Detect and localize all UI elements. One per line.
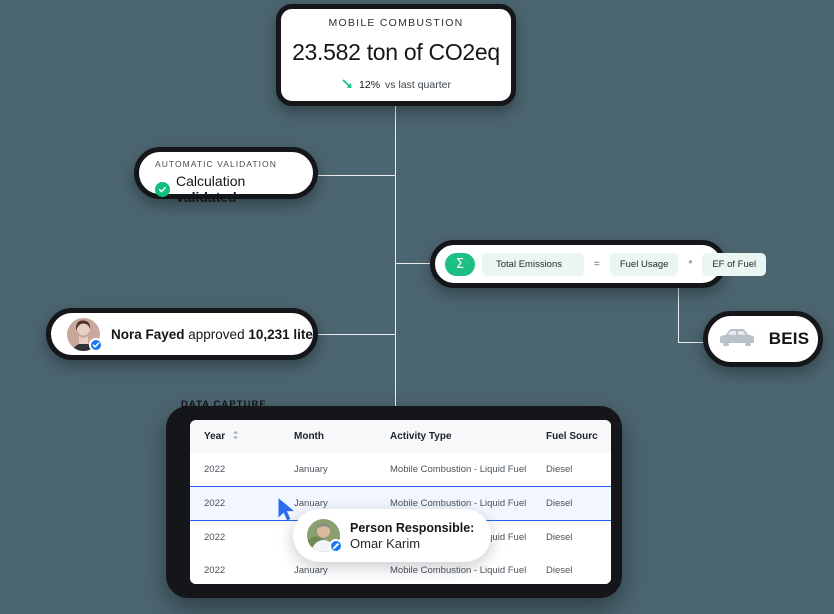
column-header-activity-type[interactable]: Activity Type [390,420,546,453]
avatar [67,317,103,352]
sigma-icon: Σ [445,252,475,276]
validation-title: AUTOMATIC VALIDATION [155,159,277,169]
connector-to-formula [395,263,431,264]
column-header-year-label: Year [204,431,226,443]
tooltip-title: Person Responsible: [350,520,475,535]
cell-fuel-source: Diesel [546,520,611,554]
kpi-trend-label: vs last quarter [385,79,451,91]
trend-down-arrow-icon [341,77,354,93]
validation-status-text: Calculation validated [176,173,297,205]
sort-arrows-icon[interactable] [232,430,239,443]
check-circle-icon [155,181,170,197]
data-capture-table: Year Month Activity Type Fuel Sourc 2022… [190,420,611,584]
cell-year: 2022 [190,486,294,521]
cell-month: January [294,453,390,487]
table-head: Year Month Activity Type Fuel Sourc [190,420,611,453]
approver-name: Nora Fayed [111,326,185,342]
connector-to-validation [318,175,396,176]
kpi-trend-value: 12% [359,79,381,91]
edit-pencil-badge-icon [329,539,343,553]
connector-to-approval [318,334,396,335]
source-label: BEIS [768,329,810,348]
cell-fuel-source: Diesel [546,486,611,521]
automatic-validation-card[interactable]: AUTOMATIC VALIDATION Calculation validat… [134,147,318,205]
verified-check-badge-icon [89,337,103,352]
column-header-fuel-source[interactable]: Fuel Sourc [546,420,611,453]
connector-formula-to-source-vertical [678,288,679,343]
data-capture-section-label: DATA CAPTURE [181,399,267,410]
emission-factor-source-card[interactable]: BEIS [703,311,823,367]
cell-fuel-source: Diesel [546,554,611,584]
approval-card[interactable]: Nora Fayed approved 10,231 liter [46,308,318,360]
approval-action: approved [184,326,249,342]
kpi-card[interactable]: MOBILE COMBUSTION 23.582 ton of CO2eq 12… [276,4,516,106]
cell-year: 2022 [190,554,294,584]
car-icon [717,325,757,354]
tooltip-text: Person Responsible: Omar Karim [350,521,474,551]
connector-formula-to-source-horizontal [678,342,706,343]
validation-status-row: Calculation validated [155,173,297,205]
person-responsible-tooltip: Person Responsible: Omar Karim [293,509,491,562]
validation-status-strong: validated [176,189,237,205]
kpi-trend: 12% vs last quarter [341,77,451,93]
formula-token-ef-of-fuel[interactable]: EF of Fuel [702,252,767,276]
table-header-row: Year Month Activity Type Fuel Sourc [190,420,611,453]
formula-operator-multiply: * [688,258,693,270]
cell-fuel-source: Diesel [546,453,611,487]
tooltip-person-name: Omar Karim [350,535,421,551]
column-header-month[interactable]: Month [294,420,390,453]
kpi-title: MOBILE COMBUSTION [328,17,464,29]
formula-operator-equals: = [594,258,600,270]
formula-token-total-emissions[interactable]: Total Emissions [482,252,584,276]
formula-card[interactable]: Σ Total Emissions = Fuel Usage * EF of F… [430,240,767,288]
tooltip-avatar [307,519,343,553]
kpi-value: 23.582 ton of CO2eq [292,39,500,65]
column-header-year[interactable]: Year [190,420,294,453]
cell-year: 2022 [190,453,294,487]
approval-amount: 10,231 liter [248,326,319,342]
approval-text: Nora Fayed approved 10,231 liter [111,327,318,342]
mouse-cursor-icon [277,497,299,528]
cell-activity-type: Mobile Combustion - Liquid Fuel [390,453,546,487]
connector-trunk-vertical [395,106,396,412]
formula-token-fuel-usage[interactable]: Fuel Usage [609,252,679,276]
cell-year: 2022 [190,520,294,554]
validation-status-prefix: Calculation [176,173,246,189]
